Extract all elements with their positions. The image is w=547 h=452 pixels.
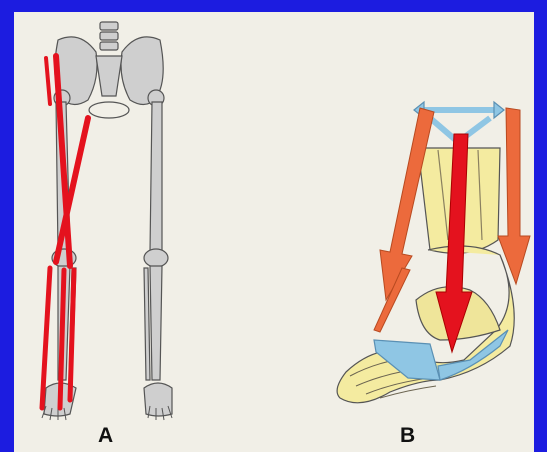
panel-label-a: A — [98, 424, 113, 448]
force-line — [70, 270, 74, 400]
vertebra — [100, 42, 118, 50]
right-tibia — [150, 266, 162, 380]
vertebra — [100, 32, 118, 40]
arrow-right-icon — [494, 102, 504, 118]
right-foot — [144, 383, 172, 416]
vertebra — [100, 22, 118, 30]
force-line — [46, 58, 50, 104]
right-knee — [144, 249, 168, 267]
right-femur — [150, 102, 162, 252]
sacrum — [96, 56, 122, 96]
right-fibula — [144, 268, 150, 380]
right-force-arrow — [498, 108, 530, 284]
panel-label-b: B — [400, 424, 415, 448]
pubic-opening — [89, 102, 129, 118]
